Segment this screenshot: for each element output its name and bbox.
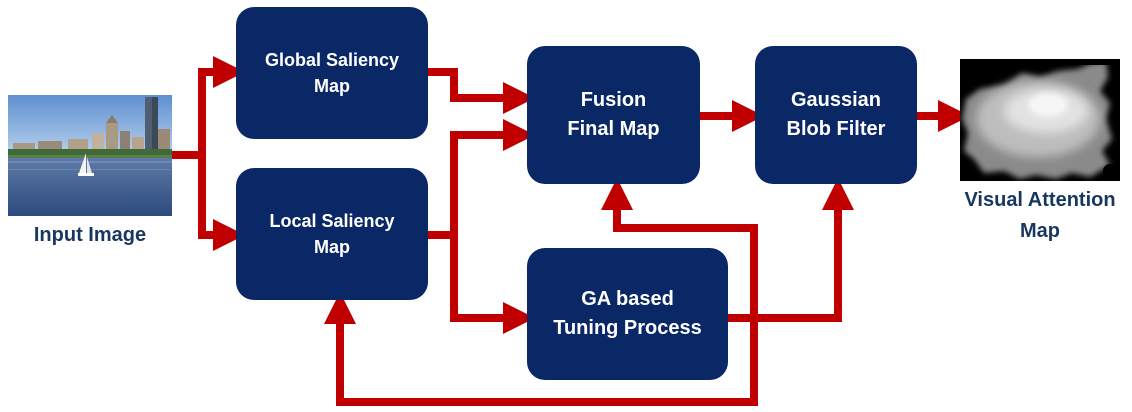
global-box-line1: Global Saliency — [264, 49, 400, 70]
fusion-box-line2: Final Map — [567, 118, 660, 140]
arrow-global-fusion — [428, 68, 535, 114]
arrow-ga-local — [324, 292, 758, 406]
output-caption-line2: Map — [1020, 220, 1060, 242]
ga-tuning-process-box: GA based Tuning Process — [527, 248, 728, 380]
arrow-ga-gaussian — [728, 178, 854, 322]
ga-box-line2: Tuning Process — [553, 317, 702, 339]
local-box-line2: Map — [314, 237, 350, 257]
gaussian-box-line2: Blob Filter — [786, 118, 886, 140]
arrow-local-ga — [450, 235, 535, 334]
arrow-to-global — [198, 56, 245, 155]
input-image — [8, 95, 172, 216]
local-box-line1: Local Saliency — [269, 210, 395, 231]
local-saliency-map-box: Local Saliency Map — [236, 168, 428, 300]
input-image-caption: Input Image — [33, 224, 147, 246]
global-box-line2: Map — [314, 76, 350, 96]
arrow-local-fusion — [428, 119, 535, 239]
visual-attention-map-caption: Visual Attention Map — [950, 185, 1130, 247]
global-saliency-map-box: Global Saliency Map — [236, 7, 428, 139]
gaussian-blob-filter-box: Gaussian Blob Filter — [755, 46, 917, 184]
ga-box-line1: GA based — [581, 288, 674, 310]
gaussian-box-line1: Gaussian — [790, 89, 882, 111]
arrow-to-local — [198, 155, 245, 251]
arrow-ga-fusion — [601, 178, 758, 322]
visual-attention-map-image — [960, 59, 1120, 181]
fusion-box-line1: Fusion — [580, 89, 647, 111]
output-caption-line1: Visual Attention — [964, 189, 1116, 211]
fusion-final-map-box: Fusion Final Map — [527, 46, 700, 184]
